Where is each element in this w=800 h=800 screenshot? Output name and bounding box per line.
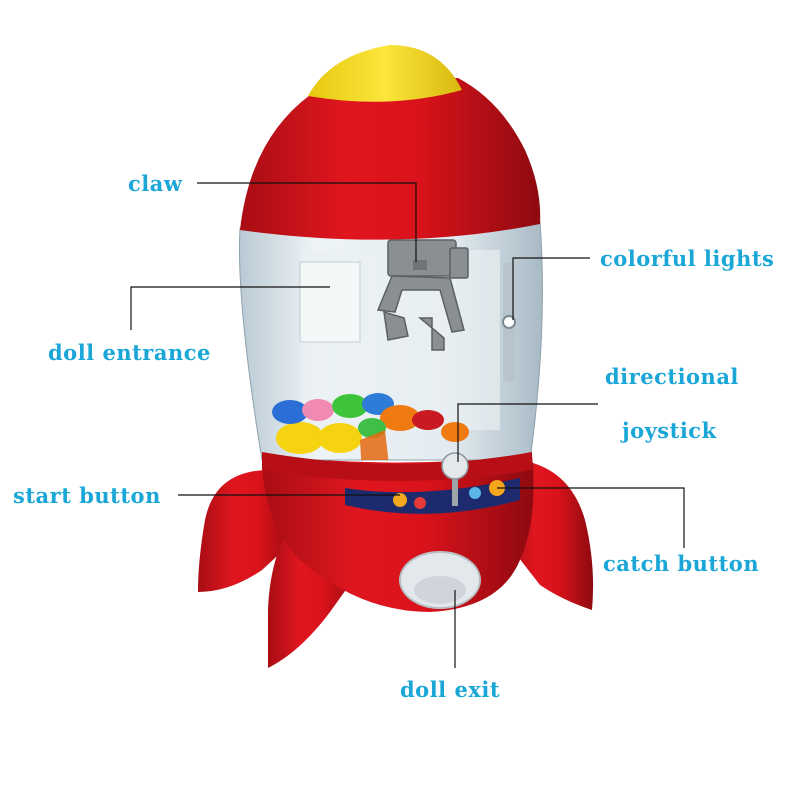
doll-entrance-window	[299, 261, 361, 343]
claw-mechanism	[376, 239, 469, 351]
label-doll-exit: doll exit	[400, 677, 501, 702]
leader-catch-button	[497, 487, 685, 548]
leader-doll-entrance	[130, 286, 330, 330]
leader-claw	[197, 182, 417, 262]
prize-chute	[360, 430, 390, 460]
rocket-top-cap	[240, 78, 541, 240]
leader-directional-joystick	[457, 403, 598, 462]
control-panel	[345, 478, 520, 514]
label-joystick: joystick	[622, 418, 717, 443]
joystick-ball	[441, 452, 469, 480]
label-doll-entrance: doll entrance	[48, 340, 211, 365]
leader-lines	[130, 182, 685, 668]
label-start-button: start button	[13, 483, 161, 508]
leader-colorful-lights	[512, 257, 590, 320]
label-directional: directional	[605, 364, 739, 389]
label-claw: claw	[128, 171, 183, 196]
start-button-dot	[393, 493, 407, 507]
colorful-light	[502, 315, 516, 329]
label-colorful-lights: colorful lights	[600, 246, 775, 271]
yellow-nose-cone	[308, 45, 462, 102]
joystick-shaft	[452, 470, 458, 506]
prize-toys	[272, 393, 469, 454]
label-catch-button: catch button	[603, 551, 760, 576]
